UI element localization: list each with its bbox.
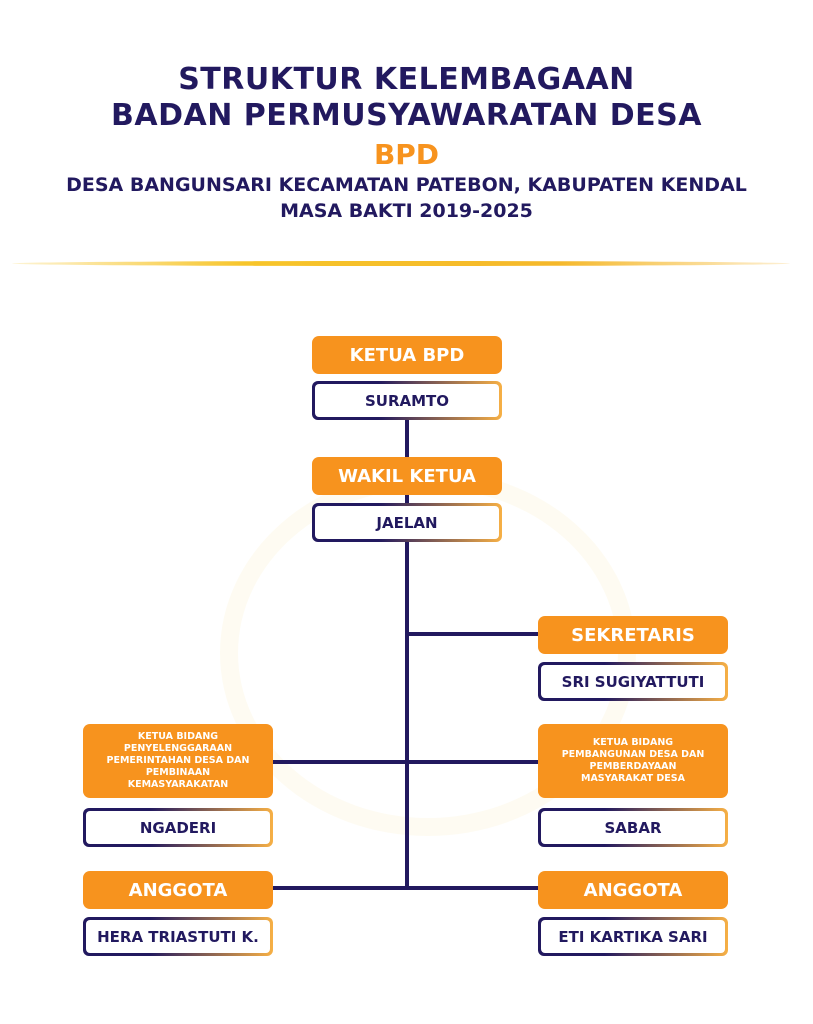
sekretaris-role: SEKRETARIS <box>538 616 728 654</box>
bidang-kanan-name-box: SABAR <box>538 808 728 847</box>
anggota-kanan-role: ANGGOTA <box>538 871 728 909</box>
bidang-kiri-name: NGADERI <box>86 811 270 844</box>
sekretaris-connector <box>407 632 538 636</box>
sekretaris-name-box: SRI SUGIYATTUTI <box>538 662 728 701</box>
bidang-connector <box>273 760 538 764</box>
anggota-kiri-role: ANGGOTA <box>83 871 273 909</box>
ketua-role: KETUA BPD <box>312 336 502 374</box>
ketua-name: SURAMTO <box>315 384 499 417</box>
ketua-name-box: SURAMTO <box>312 381 502 420</box>
anggota-kanan-name-box: ETI KARTIKA SARI <box>538 917 728 956</box>
bidang-kanan-name: SABAR <box>541 811 725 844</box>
title-line-2: BADAN PERMUSYAWARATAN DESA <box>111 98 702 133</box>
subtitle-period: MASA BAKTI 2019-2025 <box>280 200 533 222</box>
title-line-1: STRUKTUR KELEMBAGAAN <box>178 62 635 97</box>
wakil-name-box: JAELAN <box>312 503 502 542</box>
title-bpd: BPD <box>373 138 440 171</box>
anggota-connector <box>273 886 538 890</box>
wakil-role: WAKIL KETUA <box>312 457 502 495</box>
gold-divider <box>12 261 790 266</box>
wakil-name: JAELAN <box>315 506 499 539</box>
bidang-kiri-name-box: NGADERI <box>83 808 273 847</box>
sekretaris-name: SRI SUGIYATTUTI <box>541 665 725 698</box>
anggota-kanan-name: ETI KARTIKA SARI <box>541 920 725 953</box>
bidang-kiri-role: KETUA BIDANG PENYELENGGARAAN PEMERINTAHA… <box>83 724 273 798</box>
anggota-kiri-name: HERA TRIASTUTI K. <box>86 920 270 953</box>
anggota-kiri-name-box: HERA TRIASTUTI K. <box>83 917 273 956</box>
subtitle-village: DESA BANGUNSARI KECAMATAN PATEBON, KABUP… <box>66 174 747 196</box>
bidang-kanan-role: KETUA BIDANG PEMBANGUNAN DESA DAN PEMBER… <box>538 724 728 798</box>
main-connector <box>405 420 409 890</box>
